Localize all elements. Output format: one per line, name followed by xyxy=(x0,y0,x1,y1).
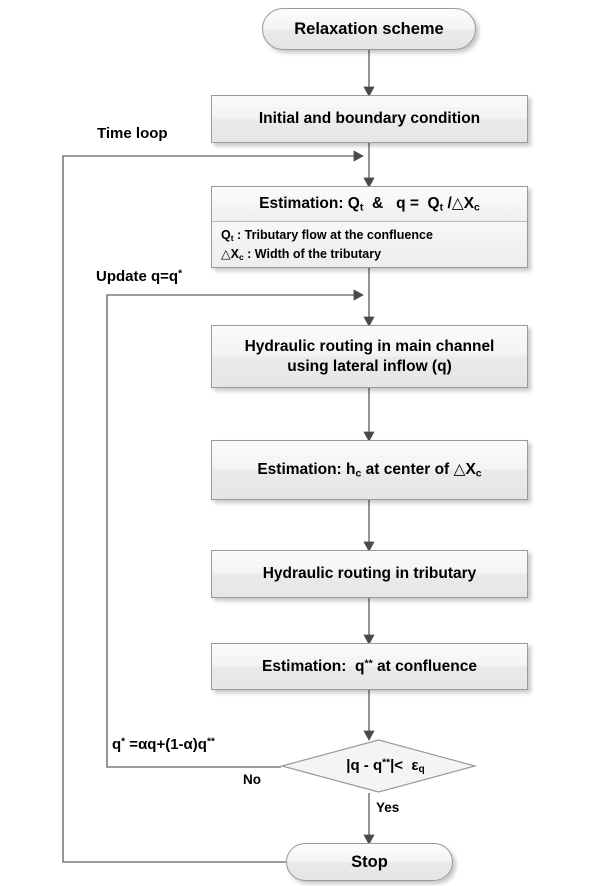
node-decision-label-text: |q - q**|< εq xyxy=(346,756,425,776)
node-routing-main-line1: Hydraulic routing in main channel xyxy=(244,338,495,356)
node-estimation-hc-label: Estimation: hc at center of △Xc xyxy=(257,460,482,480)
node-decision-convergence[interactable]: |q - q**|< εq xyxy=(279,739,478,793)
node-hydraulic-routing-main-channel[interactable]: Hydraulic routing in main channel using … xyxy=(211,325,528,388)
label-relaxation-formula-text: q* =αq+(1-α)q** xyxy=(112,736,215,753)
node-routing-tributary-label: Hydraulic routing in tributary xyxy=(262,565,477,583)
node-decision-label: |q - q**|< εq xyxy=(281,739,476,793)
node-hydraulic-routing-tributary[interactable]: Hydraulic routing in tributary xyxy=(211,550,528,598)
legend-line-qt: Qt : Tributary flow at the confluence xyxy=(221,228,433,244)
edge-decision-no-loop xyxy=(106,289,364,768)
label-decision-yes: Yes xyxy=(376,800,399,815)
node-estimation-qt[interactable]: Estimation: Qt & q = Qt /△Xc Qt : Tribut… xyxy=(211,186,528,268)
legend-line-xc: △Xc : Width of the tributary xyxy=(221,246,382,262)
edge-time-loop xyxy=(62,150,364,863)
label-decision-no-text: No xyxy=(243,772,261,787)
node-estimation-hc[interactable]: Estimation: hc at center of △Xc xyxy=(211,440,528,500)
label-decision-yes-text: Yes xyxy=(376,800,400,815)
label-decision-no: No xyxy=(243,772,261,787)
node-start-label: Relaxation scheme xyxy=(294,19,444,38)
decision-diamond-shape xyxy=(279,739,478,793)
label-relaxation-formula: q* =αq+(1-α)q** xyxy=(112,736,215,753)
node-stop-label: Stop xyxy=(351,852,388,871)
node-initial-boundary-condition-label: Initial and boundary condition xyxy=(258,110,481,128)
node-estimation-qdd-label: Estimation: q** at confluence xyxy=(262,657,477,675)
label-update-q-superscript: * xyxy=(178,268,183,280)
label-update-q: Update q=q* xyxy=(96,268,182,285)
label-time-loop-text: Time loop xyxy=(97,125,168,142)
node-initial-boundary-condition[interactable]: Initial and boundary condition xyxy=(211,95,528,143)
node-estimation-qt-header: Estimation: Qt & q = Qt /△Xc xyxy=(212,187,527,222)
label-update-q-text: Update q=q xyxy=(96,268,179,285)
label-time-loop: Time loop xyxy=(97,125,168,142)
node-estimation-qt-header-text: Estimation: Qt & q = Qt /△Xc xyxy=(259,195,480,214)
node-stop[interactable]: Stop xyxy=(286,843,453,881)
node-estimation-q-double-star[interactable]: Estimation: q** at confluence xyxy=(211,643,528,690)
node-start[interactable]: Relaxation scheme xyxy=(262,8,476,50)
node-routing-main-line2: using lateral inflow (q) xyxy=(287,357,452,375)
node-estimation-qt-legend: Qt : Tributary flow at the confluence △X… xyxy=(212,222,527,267)
